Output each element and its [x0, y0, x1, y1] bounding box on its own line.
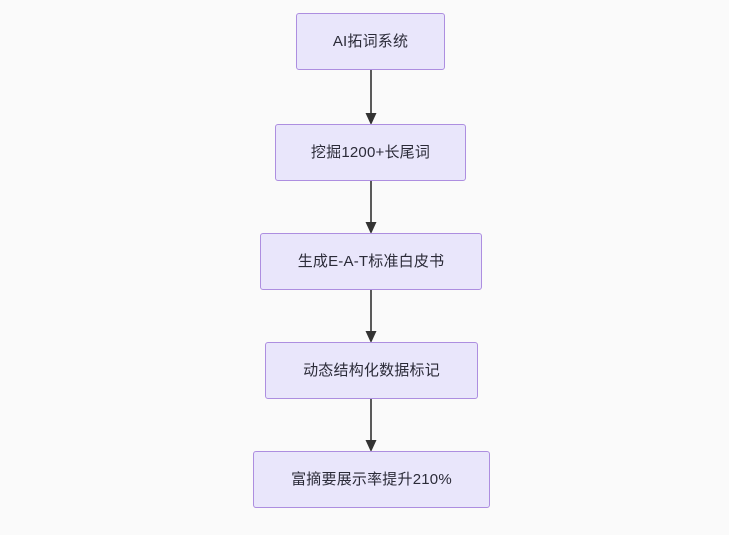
flow-node-ai-keyword-system[interactable]: AI拓词系统 [296, 13, 445, 70]
edge-n1-n2 [365, 68, 377, 125]
flow-node-label: 动态结构化数据标记 [303, 362, 440, 379]
flow-node-dynamic-structured-data-markup[interactable]: 动态结构化数据标记 [265, 342, 478, 399]
flow-node-rich-snippet-impression-lift[interactable]: 富摘要展示率提升210% [253, 451, 490, 508]
flow-node-label: 富摘要展示率提升210% [291, 471, 452, 488]
flow-node-generate-eat-whitepaper[interactable]: 生成E-A-T标准白皮书 [260, 233, 482, 290]
flow-node-label: 生成E-A-T标准白皮书 [297, 253, 445, 270]
flow-node-mine-longtail-keywords[interactable]: 挖掘1200+长尾词 [275, 124, 466, 181]
edge-n3-n4 [365, 288, 377, 343]
edge-n2-n3 [365, 179, 377, 234]
edge-n4-n5 [365, 396, 377, 452]
flow-node-label: 挖掘1200+长尾词 [310, 144, 431, 161]
flow-node-label: AI拓词系统 [332, 33, 409, 50]
